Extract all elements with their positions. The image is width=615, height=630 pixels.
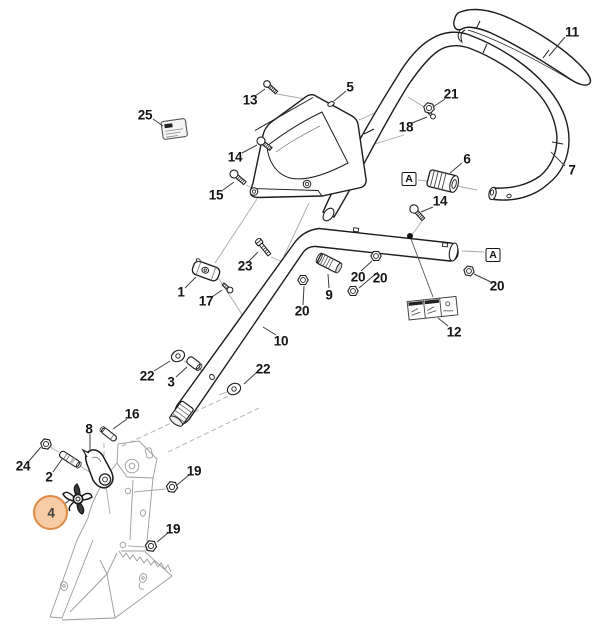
ref-label-A-1: A bbox=[401, 172, 417, 186]
callout-21[interactable]: 21 bbox=[443, 86, 459, 102]
callout-20-mid-a[interactable]: 20 bbox=[350, 269, 366, 285]
callout-5[interactable]: 5 bbox=[346, 79, 354, 95]
part-6-bushing bbox=[426, 169, 460, 193]
part-22-washer-left bbox=[170, 349, 186, 363]
part-8-lever bbox=[81, 448, 114, 489]
part-22-washer-right bbox=[226, 382, 242, 396]
callout-6[interactable]: 6 bbox=[463, 151, 471, 167]
part-5-switch-housing bbox=[249, 93, 367, 199]
part-10-lower-handlebar bbox=[169, 227, 459, 427]
callout-15[interactable]: 15 bbox=[208, 187, 224, 203]
part-20-nut-mid-a bbox=[370, 250, 382, 262]
mount-point-dot bbox=[407, 233, 413, 239]
part-3-sleeve bbox=[186, 356, 203, 372]
callout-14-lower[interactable]: 14 bbox=[432, 193, 448, 209]
callout-24[interactable]: 24 bbox=[15, 458, 31, 474]
callout-18[interactable]: 18 bbox=[398, 119, 414, 135]
part-13-screw bbox=[263, 80, 279, 95]
callout-22-right[interactable]: 22 bbox=[255, 361, 271, 377]
leader-lines bbox=[28, 36, 566, 543]
part-19-nut-lower bbox=[144, 540, 158, 552]
part-19-nut-upper bbox=[165, 481, 179, 493]
ref-label-A-2: A bbox=[485, 248, 501, 262]
callout-1[interactable]: 1 bbox=[177, 284, 185, 300]
part-20-nut-right bbox=[463, 265, 475, 277]
callout-12[interactable]: 12 bbox=[446, 324, 462, 340]
callout-20-right[interactable]: 20 bbox=[489, 278, 505, 294]
part-25-model-label bbox=[160, 118, 188, 140]
part-15-screw bbox=[229, 169, 247, 186]
part-23-screw bbox=[254, 237, 272, 257]
callout-20-mid-b[interactable]: 20 bbox=[372, 270, 388, 286]
part-24-nut bbox=[40, 438, 52, 450]
callout-9[interactable]: 9 bbox=[325, 287, 333, 303]
part-16-pin bbox=[99, 426, 117, 442]
part-14-screw-lower bbox=[409, 204, 426, 222]
part-17-screw bbox=[221, 282, 234, 294]
part-2-pin bbox=[59, 450, 82, 469]
part-21-nut bbox=[423, 102, 435, 114]
part-14-screw-upper bbox=[256, 136, 273, 152]
callout-13[interactable]: 13 bbox=[242, 92, 258, 108]
callout-2[interactable]: 2 bbox=[45, 469, 53, 485]
callout-14-upper[interactable]: 14 bbox=[227, 149, 243, 165]
callout-4-highlighted[interactable]: 4 bbox=[47, 505, 55, 521]
callout-3[interactable]: 3 bbox=[167, 374, 175, 390]
part-4-trigger bbox=[62, 483, 93, 515]
highlight-circle[interactable] bbox=[33, 495, 68, 530]
callout-17[interactable]: 17 bbox=[198, 293, 214, 309]
part-12-information-label bbox=[406, 295, 459, 321]
callout-7[interactable]: 7 bbox=[568, 162, 576, 178]
part-11-handle-grip bbox=[453, 8, 592, 86]
part-1-clamp bbox=[191, 258, 221, 282]
callout-20-left[interactable]: 20 bbox=[294, 303, 310, 319]
callout-16[interactable]: 16 bbox=[124, 406, 140, 422]
callout-11[interactable]: 11 bbox=[565, 24, 579, 40]
callout-10[interactable]: 10 bbox=[273, 333, 289, 349]
callout-19-upper[interactable]: 19 bbox=[186, 463, 202, 479]
callout-19-lower[interactable]: 19 bbox=[165, 521, 181, 537]
part-20-nut-left bbox=[297, 274, 309, 286]
mower-deck-outline bbox=[49, 440, 173, 621]
callout-25[interactable]: 25 bbox=[137, 107, 153, 123]
callout-22-left[interactable]: 22 bbox=[139, 368, 155, 384]
part-20-nut-mid-b bbox=[347, 285, 359, 297]
callout-23[interactable]: 23 bbox=[237, 258, 253, 274]
part-9-spacer bbox=[315, 252, 343, 274]
callout-8[interactable]: 8 bbox=[85, 421, 93, 437]
